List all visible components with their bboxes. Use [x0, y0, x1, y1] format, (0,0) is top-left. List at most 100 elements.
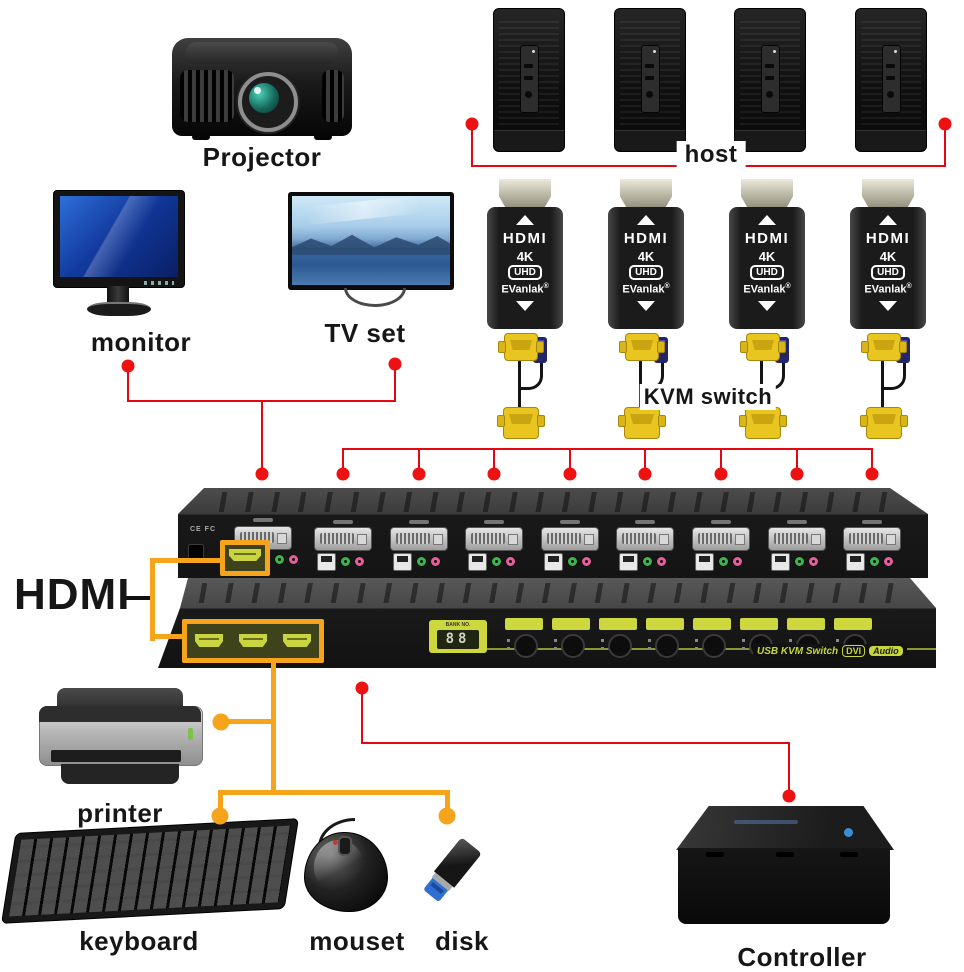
hdmi-adapter-body: HDMI 4K UHD EVanlak® — [608, 207, 684, 329]
tv-line — [394, 366, 396, 401]
controller-top — [676, 806, 894, 850]
port-label-mark — [635, 520, 656, 524]
port-label-mark — [559, 520, 580, 524]
controller-line-down — [361, 690, 363, 743]
channel-led-dots — [601, 638, 604, 650]
adapter-brand: EVanlak® — [743, 283, 791, 296]
disk-drop — [445, 790, 450, 812]
hdmi-adapter: HDMI 4K UHD EVanlak® — [848, 177, 928, 447]
audio-jack-green — [642, 556, 654, 567]
channel-tag — [693, 618, 731, 630]
audio-jack-pink — [429, 556, 441, 567]
audio-jack-green — [340, 556, 351, 567]
adapter-4k-text: 4K — [879, 249, 897, 264]
channel-led-dots — [742, 638, 745, 650]
controller-line-across — [361, 742, 790, 744]
projector-vent-right — [322, 70, 344, 122]
controller-logo-icon — [844, 828, 853, 837]
pc-port-cluster — [389, 520, 448, 572]
bank-display: BANK NO. 88 — [429, 620, 487, 653]
dvi-port — [540, 527, 599, 551]
usb-b-port — [317, 553, 336, 571]
hdmi-callout-label: HDMI — [14, 570, 131, 619]
front-panel-rule — [430, 648, 936, 650]
dvi-port — [465, 527, 524, 551]
channel-tag — [787, 618, 825, 630]
audio-jack-pink — [732, 556, 743, 567]
front-hdmi-highlight — [182, 619, 324, 663]
channel-led-dots — [648, 638, 651, 650]
keyboard-node — [211, 807, 229, 825]
host-label: host — [676, 141, 746, 169]
controller-top-markings — [734, 820, 798, 824]
channel-tag — [552, 618, 590, 630]
audio-jack-green — [793, 556, 805, 567]
pc-port-cluster — [540, 520, 599, 572]
host-node-right — [938, 117, 952, 131]
hdmi-plug — [741, 179, 793, 209]
channel-led-dots — [554, 638, 557, 650]
controller-line-drop — [788, 742, 790, 792]
audio-jack-pink — [354, 556, 365, 567]
host-node-left — [465, 117, 479, 131]
usb-b-port — [846, 553, 866, 571]
tv-node — [388, 357, 402, 371]
audio-jack-pink — [580, 556, 592, 567]
hdmi-plug — [499, 179, 551, 209]
mouse-label: mouset — [309, 926, 405, 956]
channel-select-button[interactable] — [561, 634, 585, 658]
channel-select-button[interactable] — [608, 634, 632, 658]
projector-label: Projector — [202, 142, 322, 172]
host-tower — [734, 8, 807, 152]
projector-top — [186, 42, 338, 64]
kvm-cable — [881, 359, 884, 409]
hdmi-adapter: HDMI 4K UHD EVanlak® — [485, 177, 565, 447]
adapter-brand: EVanlak® — [622, 283, 670, 296]
hdmi-plug — [862, 179, 914, 209]
pc-port-cluster — [692, 520, 750, 572]
port-drop — [865, 448, 879, 482]
arrow-up-icon — [637, 215, 655, 225]
host-line-right — [944, 126, 946, 166]
port-drop — [563, 448, 577, 482]
dvi-port — [767, 527, 826, 551]
kvm-cable-usb-branch — [883, 363, 906, 390]
adapter-brand: EVanlak® — [864, 283, 912, 296]
dvi-port — [389, 527, 448, 551]
monitor-line — [127, 368, 129, 401]
disk-label: disk — [434, 926, 490, 956]
channel-select-button[interactable] — [702, 634, 726, 658]
kvm-cable-usb-branch — [520, 363, 543, 390]
usb-b-port — [770, 553, 790, 571]
channel-column — [693, 618, 735, 658]
printer-branch — [221, 719, 273, 724]
vga-connector-bottom — [497, 407, 545, 439]
host-tower — [493, 8, 565, 152]
hdmi-callout-line-top — [150, 558, 222, 563]
display-caption: BANK NO. — [445, 622, 471, 628]
audio-jack-green — [718, 556, 729, 567]
hdmi-port — [195, 634, 223, 647]
usb-b-port — [619, 553, 639, 571]
disk-node — [438, 807, 456, 825]
printer-node — [212, 713, 230, 731]
vga-connector-top — [740, 333, 786, 361]
audio-jack-green — [869, 556, 881, 567]
product-name: USB KVM Switch — [757, 645, 839, 657]
hdmi-adapter: HDMI 4K UHD EVanlak® — [727, 177, 807, 447]
usb-b-port — [392, 553, 412, 571]
tv-label: TV set — [324, 318, 406, 348]
mouse-wheel — [338, 836, 352, 856]
tv-image — [288, 192, 454, 308]
channel-select-button[interactable] — [655, 634, 679, 658]
channel-select-button[interactable] — [514, 634, 538, 658]
kvm-cable — [518, 359, 521, 409]
hdmi-adapter-body: HDMI 4K UHD EVanlak® — [729, 207, 805, 329]
channel-tag — [599, 618, 637, 630]
hdmi-logo-text: HDMI — [502, 230, 548, 247]
audio-jack-pink — [807, 556, 819, 567]
adapter-4k-text: 4K — [516, 249, 534, 264]
channel-tag — [646, 618, 684, 630]
pc-port-cluster — [616, 520, 675, 572]
